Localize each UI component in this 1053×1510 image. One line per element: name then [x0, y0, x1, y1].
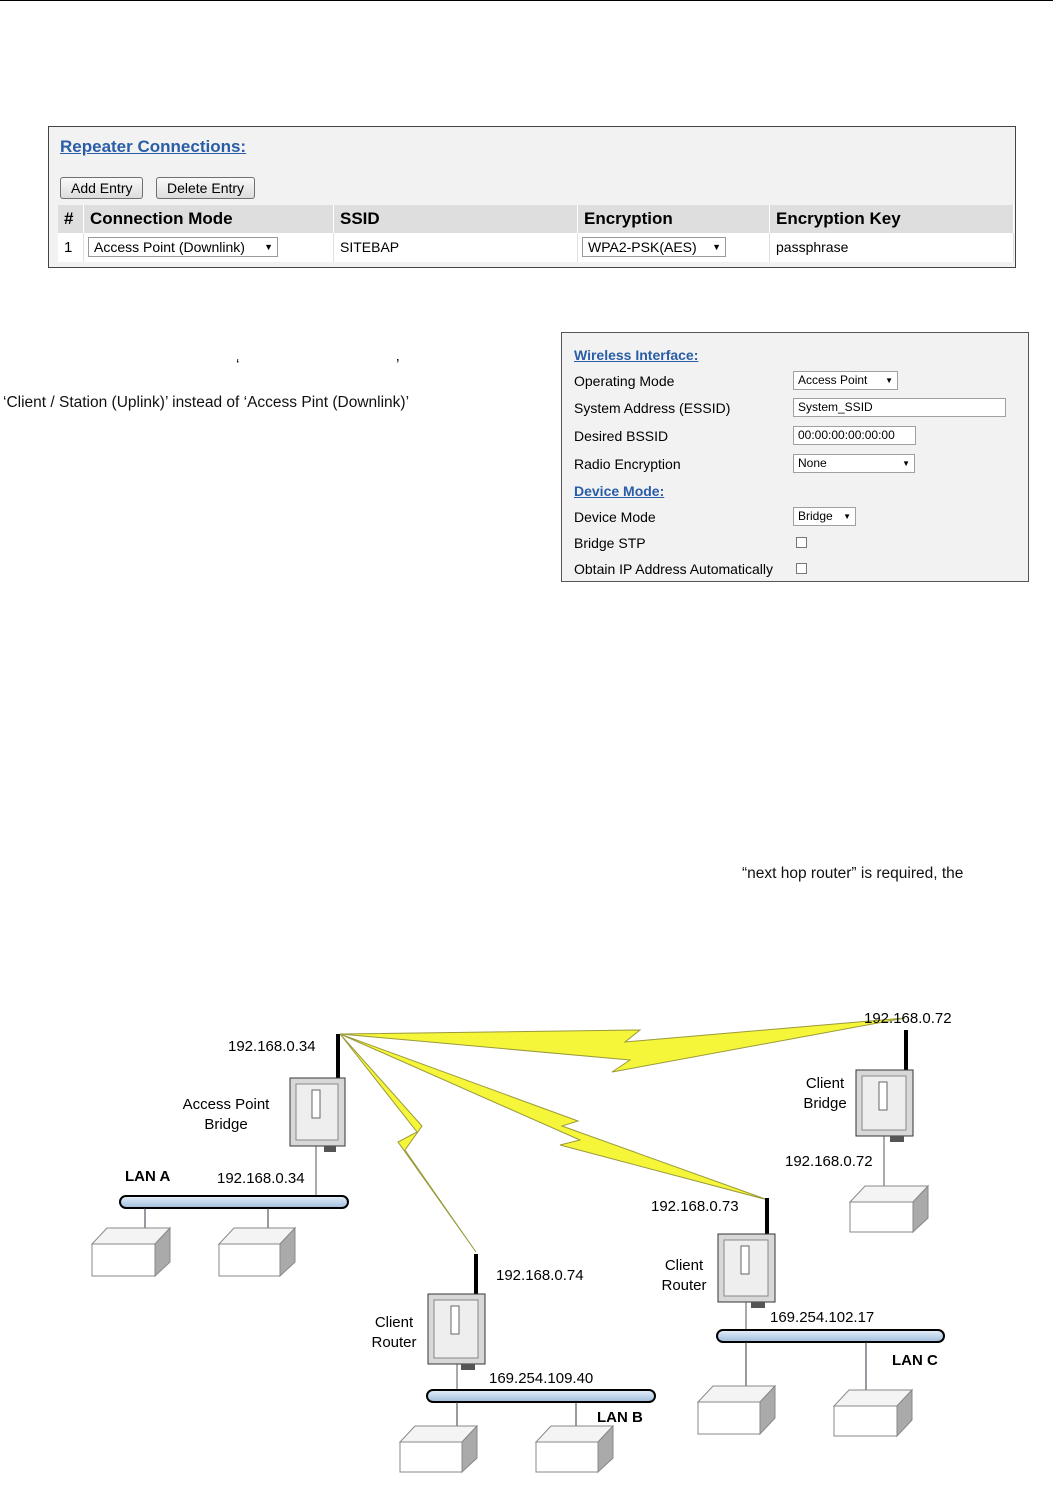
access-point-device — [289, 1034, 346, 1196]
row-index: 1 — [58, 233, 84, 262]
device-mode-select[interactable]: Bridge ▼ — [793, 507, 856, 526]
column-header-connection-mode: Connection Mode — [84, 205, 334, 233]
wireless-interface-panel: Wireless Interface: Operating Mode Acces… — [561, 332, 1029, 582]
row-connection-mode-cell: Access Point (Downlink) ▼ — [84, 233, 334, 262]
obtain-ip-label: Obtain IP Address Automatically — [574, 561, 773, 577]
client-bridge-ip-lan-label: 192.168.0.72 — [785, 1153, 873, 1170]
page-top-rule — [0, 0, 1053, 1]
bssid-label: Desired BSSID — [574, 428, 669, 444]
client-router-2-name-2: Router — [371, 1334, 417, 1351]
lan-b-bus — [426, 1389, 656, 1403]
client-router-2-device — [427, 1254, 486, 1390]
client-router-1-device — [717, 1198, 776, 1330]
client-router-1-name-1: Client — [664, 1257, 704, 1274]
operating-mode-value: Access Point — [798, 373, 868, 387]
chevron-down-icon: ▼ — [843, 512, 851, 521]
column-header-ssid: SSID — [334, 205, 578, 233]
text-quote-open: ‘ — [236, 357, 240, 374]
lan-c-host-1 — [696, 1384, 777, 1436]
lan-c-label: LAN C — [892, 1352, 938, 1369]
ap-name-label-2: Bridge — [204, 1116, 248, 1133]
bridge-stp-label: Bridge STP — [574, 535, 646, 551]
lan-b-label: LAN B — [597, 1409, 643, 1426]
operating-mode-select[interactable]: Access Point ▼ — [793, 371, 898, 390]
lan-a-host-1 — [90, 1226, 172, 1278]
chevron-down-icon: ▼ — [902, 459, 910, 468]
column-header-index: # — [58, 205, 84, 233]
network-diagram: 192.168.0.34 Access Point Bridge LAN A 1… — [0, 1000, 1053, 1505]
bssid-input[interactable]: 00:00:00:00:00:00 — [793, 426, 916, 445]
chevron-down-icon: ▼ — [712, 242, 721, 252]
row-encryption-key[interactable]: passphrase — [770, 233, 1014, 262]
lan-b-host-2 — [534, 1424, 615, 1474]
text-line-next-hop: “next hop router” is required, the — [742, 865, 964, 882]
client-router-2-ip-top-label: 192.168.0.74 — [496, 1267, 584, 1284]
ap-ip-lan-label: 192.168.0.34 — [217, 1170, 305, 1187]
client-bridge-ip-top-label: 192.168.0.72 — [864, 1010, 952, 1027]
wireless-interface-heading: Wireless Interface: — [574, 347, 699, 363]
chevron-down-icon: ▼ — [264, 242, 273, 252]
client-router-2-name-1: Client — [374, 1314, 414, 1331]
lan-a-host-2 — [217, 1226, 297, 1278]
add-entry-button[interactable]: Add Entry — [60, 177, 144, 199]
client-router-1-name-2: Router — [661, 1277, 707, 1294]
essid-label: System Address (ESSID) — [574, 400, 731, 416]
connection-mode-value: Access Point (Downlink) — [94, 239, 245, 255]
client-bridge-name-2: Bridge — [803, 1095, 847, 1112]
encryption-select[interactable]: WPA2-PSK(AES) ▼ — [582, 237, 726, 257]
radio-encryption-label: Radio Encryption — [574, 456, 681, 472]
lan-b-host-1 — [398, 1424, 479, 1474]
lan-c-host-2 — [832, 1388, 914, 1438]
client-bridge-device — [855, 1030, 914, 1186]
lan-c-bus — [716, 1329, 945, 1343]
encryption-value: WPA2-PSK(AES) — [588, 239, 697, 255]
repeater-connections-panel: Repeater Connections: Add Entry Delete E… — [48, 126, 1016, 268]
row-ssid[interactable]: SITEBAP — [334, 233, 578, 262]
wireless-link-ap-to-client-router-1 — [339, 1033, 769, 1201]
repeater-connections-title: Repeater Connections: — [60, 137, 247, 156]
chevron-down-icon: ▼ — [885, 376, 893, 385]
client-bridge-host — [848, 1184, 930, 1234]
client-router-1-ip-lan-label: 169.254.102.17 — [770, 1309, 875, 1326]
connection-mode-select[interactable]: Access Point (Downlink) ▼ — [88, 237, 278, 257]
lan-a-label: LAN A — [125, 1168, 171, 1185]
network-diagram-svg — [90, 1017, 945, 1474]
wireless-link-ap-to-client-router-2 — [339, 1033, 477, 1253]
radio-encryption-select[interactable]: None ▼ — [793, 454, 915, 473]
device-mode-heading: Device Mode: — [574, 483, 665, 499]
lan-a-bus — [119, 1195, 349, 1209]
ap-ip-top-label: 192.168.0.34 — [228, 1038, 316, 1055]
device-mode-value: Bridge — [798, 509, 833, 523]
operating-mode-label: Operating Mode — [574, 373, 675, 389]
text-line-client-station: ‘Client / Station (Uplink)’ instead of ‘… — [3, 394, 410, 411]
essid-input[interactable]: System_SSID — [793, 398, 1006, 417]
bridge-stp-checkbox[interactable] — [796, 537, 807, 548]
column-header-encryption: Encryption — [578, 205, 770, 233]
text-quote-close: ’ — [396, 357, 400, 374]
client-bridge-name-1: Client — [805, 1075, 845, 1092]
client-router-2-ip-lan-label: 169.254.109.40 — [489, 1370, 594, 1387]
wireless-link-ap-to-client-bridge — [339, 1017, 906, 1073]
device-mode-label: Device Mode — [574, 509, 656, 525]
ap-name-label-1: Access Point — [182, 1096, 270, 1113]
column-header-encryption-key: Encryption Key — [770, 205, 1014, 233]
delete-entry-button[interactable]: Delete Entry — [156, 177, 256, 199]
obtain-ip-checkbox[interactable] — [796, 563, 807, 574]
client-router-1-ip-top-label: 192.168.0.73 — [651, 1198, 739, 1215]
row-encryption-cell: WPA2-PSK(AES) ▼ — [578, 233, 770, 262]
radio-encryption-value: None — [798, 456, 827, 470]
